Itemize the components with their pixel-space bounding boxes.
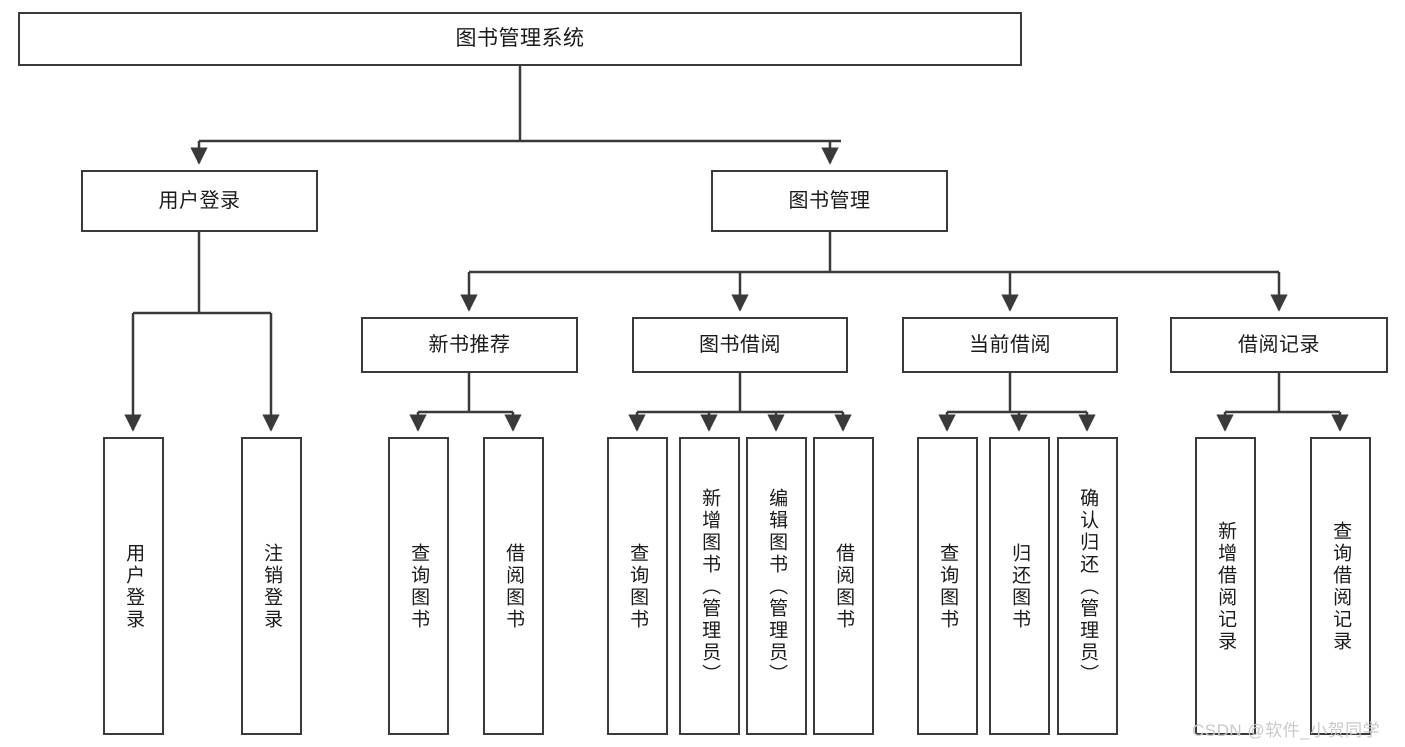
node-book-borrow-label: 图书借阅 <box>699 333 781 356</box>
node-leaf-logout-label: 注销登录 <box>261 543 283 631</box>
node-leaf-borrow-book-1-label: 借阅图书 <box>503 543 525 631</box>
node-user-login-label: 用户登录 <box>158 189 241 212</box>
node-leaf-add-record-label: 新增借阅记录 <box>1215 521 1237 653</box>
node-leaf-borrow-book-1[interactable]: 借阅图书 <box>483 437 544 735</box>
node-leaf-add-book[interactable]: 新增图书（管理员） <box>679 437 740 735</box>
node-leaf-query-book-1-label: 查询图书 <box>408 543 430 631</box>
node-leaf-confirm-return[interactable]: 确认归还（管理员） <box>1057 437 1118 735</box>
node-root[interactable]: 图书管理系统 <box>18 12 1022 66</box>
node-book-manage-label: 图书管理 <box>788 189 871 212</box>
node-book-manage[interactable]: 图书管理 <box>711 170 948 232</box>
node-leaf-query-record[interactable]: 查询借阅记录 <box>1310 437 1371 735</box>
node-leaf-user-login[interactable]: 用户登录 <box>103 437 164 735</box>
node-user-login[interactable]: 用户登录 <box>81 170 318 232</box>
node-leaf-edit-book[interactable]: 编辑图书（管理员） <box>746 437 807 735</box>
node-current-borrow-label: 当前借阅 <box>969 333 1051 356</box>
node-leaf-query-book-1[interactable]: 查询图书 <box>388 437 449 735</box>
node-leaf-add-book-label: 新增图书（管理员） <box>699 488 721 686</box>
node-borrow-record-label: 借阅记录 <box>1238 333 1320 356</box>
node-leaf-confirm-return-label: 确认归还（管理员） <box>1077 488 1099 686</box>
node-leaf-return-book-label: 归还图书 <box>1009 543 1031 631</box>
node-new-book-rec[interactable]: 新书推荐 <box>361 317 578 373</box>
node-leaf-user-login-label: 用户登录 <box>123 543 145 631</box>
node-new-book-rec-label: 新书推荐 <box>428 333 511 356</box>
node-root-label: 图书管理系统 <box>455 27 585 51</box>
node-borrow-record[interactable]: 借阅记录 <box>1170 317 1388 373</box>
node-leaf-borrow-book-2-label: 借阅图书 <box>833 543 855 631</box>
node-current-borrow[interactable]: 当前借阅 <box>902 317 1118 373</box>
node-leaf-return-book[interactable]: 归还图书 <box>989 437 1050 735</box>
node-leaf-query-book-3-label: 查询图书 <box>937 543 959 631</box>
node-leaf-query-book-3[interactable]: 查询图书 <box>917 437 978 735</box>
node-leaf-query-book-2[interactable]: 查询图书 <box>607 437 668 735</box>
node-leaf-query-book-2-label: 查询图书 <box>627 543 649 631</box>
node-leaf-query-record-label: 查询借阅记录 <box>1330 521 1352 653</box>
node-leaf-add-record[interactable]: 新增借阅记录 <box>1195 437 1256 735</box>
node-leaf-borrow-book-2[interactable]: 借阅图书 <box>813 437 874 735</box>
node-leaf-logout[interactable]: 注销登录 <box>241 437 302 735</box>
node-book-borrow[interactable]: 图书借阅 <box>632 317 848 373</box>
node-leaf-edit-book-label: 编辑图书（管理员） <box>766 488 788 686</box>
